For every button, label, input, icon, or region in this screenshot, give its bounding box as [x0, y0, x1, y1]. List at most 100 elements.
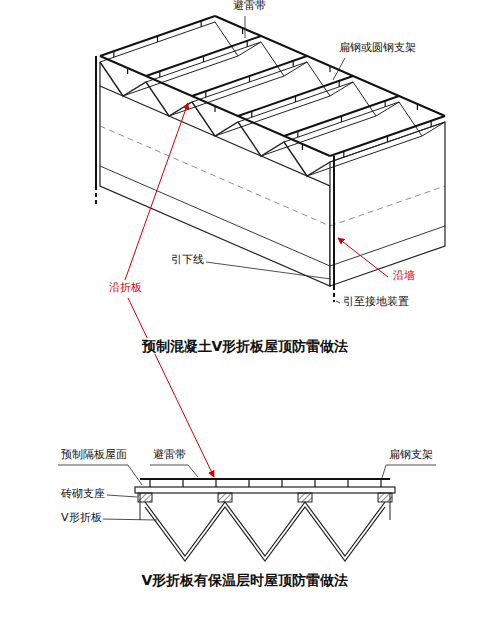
lightning-belt	[295, 96, 296, 102]
lightning-belt	[238, 76, 353, 116]
lightning-belt	[205, 91, 206, 97]
brick-support	[138, 493, 152, 502]
building-walls	[330, 122, 445, 286]
lightning-belt	[417, 104, 418, 110]
building-walls	[100, 166, 330, 266]
roof-section	[135, 487, 395, 493]
leader-line	[206, 262, 331, 279]
brick-support	[149, 479, 150, 487]
down-conductor	[95, 56, 97, 186]
leader-line	[382, 465, 436, 478]
part-label: 引至接地装置	[342, 296, 410, 309]
brick-support	[182, 479, 183, 487]
roof-section	[135, 479, 395, 561]
lightning-belt	[343, 151, 344, 157]
lightning-belt	[293, 61, 294, 67]
roof-section	[145, 507, 385, 561]
v-folded-roof	[146, 42, 261, 82]
part-label: 扁钢支架	[388, 449, 434, 462]
lightning-belt	[100, 56, 330, 156]
lightning-belt	[297, 131, 298, 137]
leader-line	[101, 519, 157, 520]
brick-support	[218, 493, 232, 502]
lightning-belt	[431, 121, 432, 127]
lightning-belt	[330, 116, 445, 156]
lightning-belt	[192, 56, 307, 96]
leader-line	[107, 495, 137, 497]
lightning-belt	[127, 68, 128, 74]
v-folded-roof	[330, 122, 445, 162]
lightning-belt	[329, 66, 330, 72]
lightning-belt	[339, 81, 340, 87]
lightning-belt	[157, 36, 158, 42]
figure-caption: 预制混凝土V形折板屋顶防雷做法	[141, 338, 350, 354]
lightning-belt	[284, 96, 399, 136]
lightning-belt	[146, 36, 261, 76]
v-folded-roof	[192, 62, 307, 102]
lightning-belt	[159, 71, 160, 77]
lightning-belt	[203, 56, 204, 62]
lightning-belt	[214, 106, 215, 112]
down-conductor	[95, 186, 97, 204]
annotation-label: 沿墙	[392, 270, 416, 283]
v-folded-roof	[100, 22, 215, 62]
part-label: 砖砌支座	[60, 488, 106, 501]
figure-caption: V形折板有保温层时屋顶防雷做法	[141, 572, 350, 588]
v-folded-roof	[100, 62, 330, 176]
lightning-belt	[385, 101, 386, 107]
lightning-belt	[387, 136, 388, 142]
leader-line	[336, 301, 340, 303]
part-label: 预制隔板屋面	[60, 449, 128, 462]
lightning-belt	[247, 41, 248, 47]
lightning-belt	[100, 16, 445, 157]
building-walls	[330, 226, 445, 266]
annotation-arrow	[338, 238, 388, 277]
annotation-arrow	[125, 103, 388, 477]
leader-line	[206, 16, 345, 303]
down-conductor	[333, 286, 335, 302]
leader-line	[245, 16, 246, 38]
part-label: 避雷带	[232, 0, 267, 13]
lightning-belt	[113, 51, 114, 57]
brick-support	[281, 479, 282, 487]
leader-line	[150, 465, 198, 477]
annotation-label: 沿折板	[108, 282, 143, 295]
leader-line	[58, 465, 436, 520]
building-walls	[99, 62, 100, 86]
lightning-belt	[341, 116, 342, 122]
brick-support	[138, 479, 392, 502]
down-conductor	[96, 56, 334, 302]
v-folded-roof	[307, 136, 422, 176]
down-conductor	[333, 156, 335, 286]
building-walls	[100, 86, 330, 286]
v-folded-roof	[284, 102, 399, 142]
lightning-belt	[100, 16, 215, 56]
v-folded-roof	[100, 22, 445, 176]
brick-support	[298, 493, 312, 502]
brick-support	[314, 479, 315, 487]
lightning-belt	[215, 16, 445, 116]
brick-support	[378, 493, 392, 502]
brick-support	[248, 479, 249, 487]
brick-support	[347, 479, 348, 487]
lightning-belt	[242, 28, 243, 34]
roof-section	[140, 478, 390, 480]
part-label: 避雷带	[152, 449, 187, 462]
v-folded-roof	[238, 82, 353, 122]
brick-support	[215, 479, 216, 487]
brick-support	[380, 479, 381, 487]
part-label: 引下线	[170, 254, 205, 267]
lightning-belt	[251, 111, 252, 117]
part-label: 扁钢或圆钢支架	[338, 42, 417, 55]
roof-section	[145, 502, 385, 556]
leader-line	[58, 465, 142, 485]
lightning-belt	[302, 144, 303, 150]
lightning-belt	[249, 76, 250, 82]
building-walls	[100, 62, 445, 286]
annotation-arrow	[128, 298, 214, 477]
part-label: V形折板	[60, 512, 103, 525]
lightning-belt	[201, 21, 202, 27]
